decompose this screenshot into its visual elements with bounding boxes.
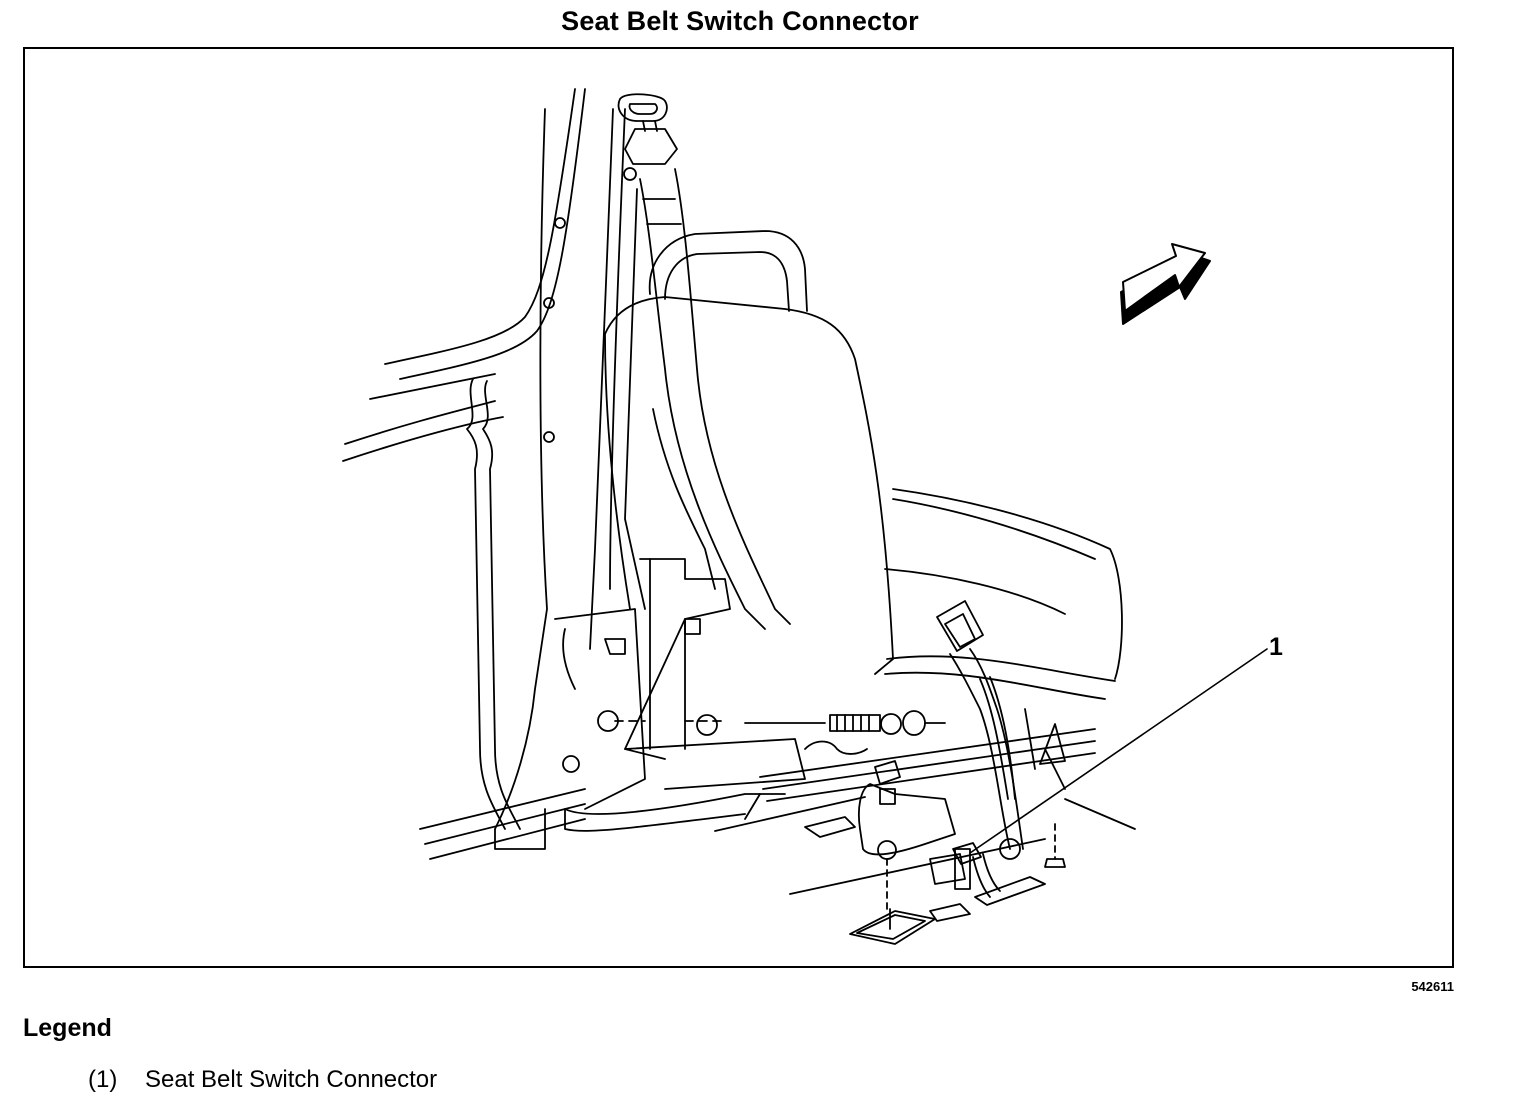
buckle-stalk	[936, 600, 1024, 860]
seat-belt-switch-connector	[952, 842, 1001, 898]
legend-item-text: Seat Belt Switch Connector	[145, 1066, 438, 1093]
seat-track	[714, 708, 1136, 895]
callout-leader	[969, 648, 1268, 854]
shoulder-belt-webbing	[624, 168, 791, 630]
figure-frame: 1	[23, 47, 1454, 968]
legend-item-number: (1)	[88, 1066, 118, 1093]
seat-belt-illustration: 1	[342, 88, 1283, 945]
upper-belt-anchor	[617, 93, 678, 181]
seat-back	[604, 230, 1123, 700]
legend-item: (1) Seat Belt Switch Connector	[88, 1066, 437, 1094]
front-direction-arrow	[1120, 243, 1211, 325]
floor-anchor-plates	[804, 816, 1066, 945]
seat-adjuster-bracket	[857, 760, 971, 910]
page-title: Seat Belt Switch Connector	[561, 6, 919, 36]
figure-id: 542611	[1411, 979, 1454, 994]
anchor-bolt-exploded	[614, 710, 946, 755]
door-opening-lines	[342, 88, 586, 860]
legend-heading: Legend	[23, 1014, 112, 1042]
seat-riser	[554, 558, 806, 832]
b-pillar	[494, 108, 626, 850]
callout-label-1: 1	[1269, 633, 1283, 661]
